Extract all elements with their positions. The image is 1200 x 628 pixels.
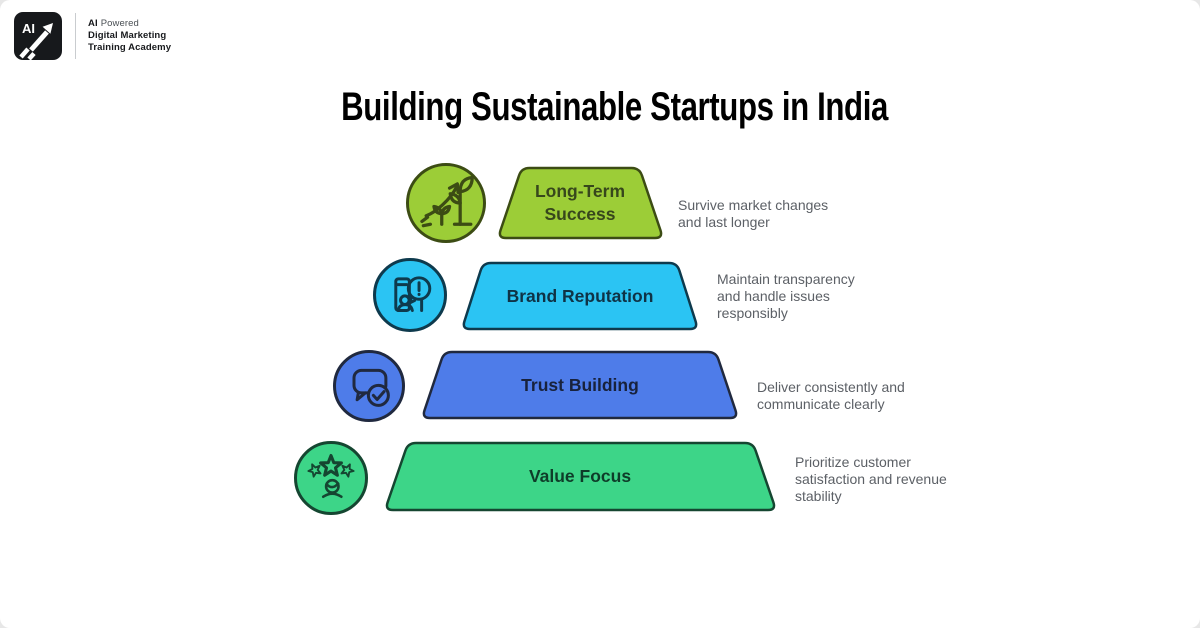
brand-name-line2: Training Academy (88, 42, 172, 53)
page-title: Building Sustainable Startups in India (15, 85, 1200, 130)
pyramid-level-label: Value Focus (528, 466, 632, 487)
level-description-value-focus: Prioritize customer satisfaction and rev… (795, 454, 947, 504)
growth-plant-icon (406, 163, 486, 243)
pyramid-level-label: Trust Building (521, 374, 639, 395)
pyramid-level-brand-reputation: Brand Reputation (459, 260, 701, 332)
logo-monogram: AI (22, 21, 35, 36)
pyramid-level-long-term-success: Long-Term Success (495, 165, 666, 241)
pyramid-level-trust-building: Trust Building (419, 349, 741, 421)
pyramid-level-label: Brand Reputation (506, 285, 654, 306)
level-description-long-term-success: Survive market changes and last longer (678, 197, 829, 230)
ai-logo-icon: AI (14, 12, 62, 60)
pyramid-level-label: Long-Term Success (534, 181, 626, 224)
customer-rating-icon (294, 441, 368, 515)
pyramid-level-value-focus: Value Focus (382, 440, 779, 513)
level-description-trust-building: Deliver consistently and communicate cle… (757, 379, 905, 412)
trapezoid-shape (422, 350, 738, 420)
level-description-brand-reputation: Maintain transparency and handle issues … (717, 271, 855, 321)
complaint-report-icon (373, 258, 447, 332)
trapezoid-shape (462, 261, 698, 331)
page-title-text: Building Sustainable Startups in India (341, 85, 889, 129)
trapezoid-shape (498, 166, 662, 240)
brand-name-line1: Digital Marketing (88, 30, 167, 41)
brand-divider (75, 13, 76, 59)
chat-check-icon (333, 350, 405, 422)
trapezoid-shape (385, 441, 775, 512)
